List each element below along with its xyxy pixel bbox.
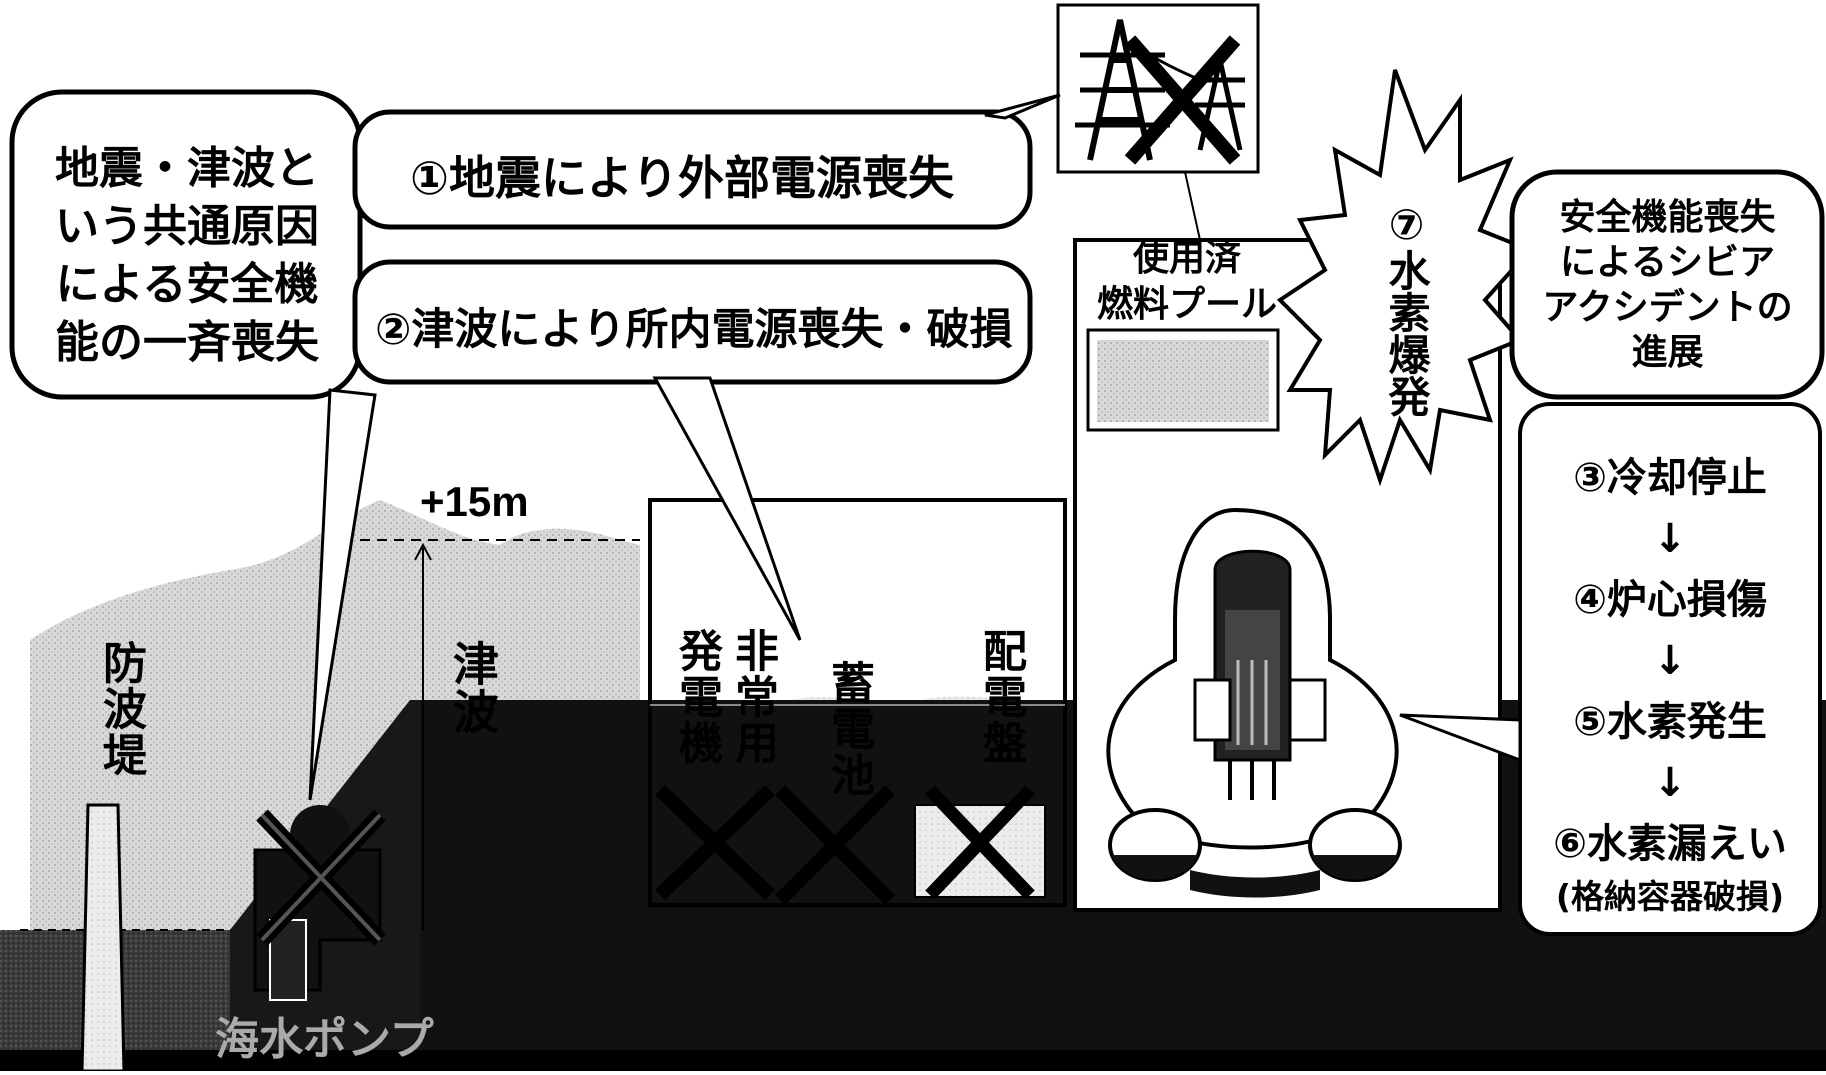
severe-accident-title-line: アクシデントの [1542,287,1793,328]
battery [775,785,895,905]
common-cause-line: による安全機 [55,259,319,310]
turbine-building [648,498,1067,907]
callout-common-cause [9,89,363,400]
severe-accident-title-line: によるシビア [1560,242,1775,283]
step1-text: ①地震により外部電源喪失 [410,151,955,205]
battery-label: 蓄電池 [823,660,874,798]
accident-step: ⑤水素発生 [1573,699,1767,745]
power-tower-icon [1056,3,1260,174]
accident-step: ⑥水素漏えい [1553,821,1787,867]
cross-mark-icon [775,785,895,905]
down-arrow-icon: ↓ [1653,516,1687,562]
severe-accident-box [1509,169,1825,400]
accident-steps: ③冷却停止 ↓ ④炉心損傷 ↓ ⑤水素発生 ↓ ⑥水素漏えい (格納容器破損) [1520,448,1820,919]
tsunami-height-label: +15m [420,478,529,525]
callout-step1 [352,109,1033,230]
severe-accident-title: 安全機能喪失 によるシビア アクシデントの 進展 [1515,195,1820,375]
common-cause-text: 地震・津波と いう共通原因 による安全機 能の一斉喪失 [22,140,352,372]
down-arrow-icon: ↓ [1653,638,1687,684]
common-cause-line: 能の一斉喪失 [55,317,319,368]
accident-step: ③冷却停止 [1573,455,1767,501]
seawater-pump [253,805,386,1001]
hydrogen-explosion-label: ⑦水素爆発 [1382,200,1431,417]
spent-fuel-pool-label: 使用済 燃料プール [1082,236,1292,328]
down-arrow-icon: ↓ [1653,760,1687,806]
accident-steps-box [1518,402,1822,936]
accident-step: ④炉心損傷 [1573,577,1767,623]
switchboard [914,785,1046,900]
severe-accident-title-line: 進展 [1631,332,1704,373]
seawater-pump-label: 海水ポンプ [215,1014,434,1065]
emergency-generator-label-line1: 非常用 [727,628,778,766]
accident-step: (格納容器破損) [1555,877,1785,916]
cross-mark-icon [655,784,775,901]
common-cause-line: いう共通原因 [55,201,319,252]
step2-text: ②津波により所内電源喪失・破損 [375,305,1013,355]
emergency-generator-label-line2: 発電機 [671,628,722,766]
reactor-vessel-icon [1106,507,1402,898]
emergency-generator [655,784,775,901]
tsunami-label: 津波 [446,640,500,736]
cross-mark-icon [1124,35,1241,165]
cross-mark-icon [925,785,1035,900]
spent-fuel-pool-line: 燃料プール [1096,284,1277,325]
spent-fuel-pool-line: 使用済 [1132,238,1241,279]
severe-accident-title-line: 安全機能喪失 [1559,197,1776,238]
common-cause-line: 地震・津波と [55,143,319,194]
breakwater [80,803,126,1073]
breakwater-label: 防波堤 [95,640,146,778]
explosion-burst-icon [1276,69,1534,487]
switchboard-label: 配電盤 [975,628,1026,766]
